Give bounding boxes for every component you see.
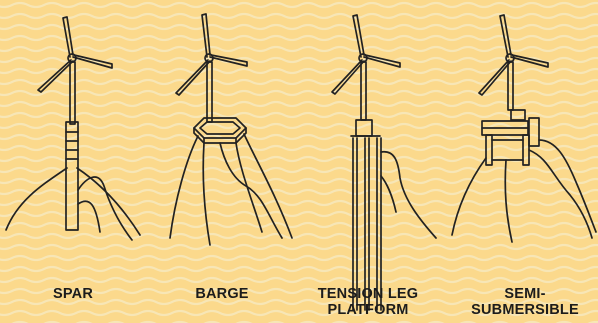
spar-mooring-lines: [5, 167, 141, 241]
wave-line: [0, 144, 598, 152]
tlp-platform: [350, 119, 381, 137]
wave-line: [0, 210, 598, 218]
wave-line: [0, 188, 598, 196]
barge-mooring-lines: [169, 133, 293, 246]
wave-line: [0, 243, 598, 251]
wave-line: [0, 23, 598, 31]
label-barge: BARGE: [162, 286, 282, 302]
wave-line: [0, 166, 598, 174]
semi-mooring-lines: [451, 139, 597, 243]
label-spar-text: SPAR: [52, 286, 93, 302]
spar-tower: [69, 61, 76, 125]
tlp-tension-legs: [352, 137, 382, 311]
barge-floater: [193, 117, 247, 144]
wave-line: [0, 265, 598, 273]
wave-line: [0, 45, 598, 53]
spar-floater: [65, 121, 79, 231]
semi-rotor: [478, 14, 549, 96]
tlp-tower: [360, 61, 367, 121]
wave-line: [0, 232, 598, 240]
semi-floater: [481, 109, 540, 166]
label-spar: SPAR: [13, 286, 133, 302]
tension-leg-platform-turbine: [331, 14, 437, 311]
wave-line: [0, 12, 598, 20]
label-tension-leg-line2: PLATFORM: [327, 302, 409, 318]
label-tension-leg-line1: TENSION LEG: [317, 286, 419, 302]
barge-tower: [206, 61, 213, 123]
label-semi-line1: SEMI-: [504, 286, 546, 302]
wave-line: [11, 320, 598, 323]
wave-line: [0, 133, 598, 141]
wave-line: [0, 298, 598, 306]
wave-line: [0, 111, 598, 119]
label-barge-text: BARGE: [195, 286, 249, 302]
spar-turbine: [5, 16, 141, 241]
wave-line: [0, 276, 598, 284]
wave-line: [0, 309, 598, 317]
wave-line: [0, 34, 598, 42]
wave-line: [0, 287, 598, 295]
semi-tower: [507, 61, 514, 111]
label-tension-leg-platform: TENSION LEG PLATFORM: [308, 286, 428, 318]
label-semi-submersible: SEMI- SUBMERSIBLE: [465, 286, 585, 318]
label-semi-line2: SUBMERSIBLE: [471, 302, 579, 318]
wave-line: [0, 254, 598, 262]
barge-turbine: [169, 13, 293, 246]
wave-line: [0, 1, 598, 9]
tlp-mooring-lines: [380, 150, 437, 239]
wave-line: [0, 221, 598, 229]
semi-submersible-turbine: [451, 14, 597, 243]
